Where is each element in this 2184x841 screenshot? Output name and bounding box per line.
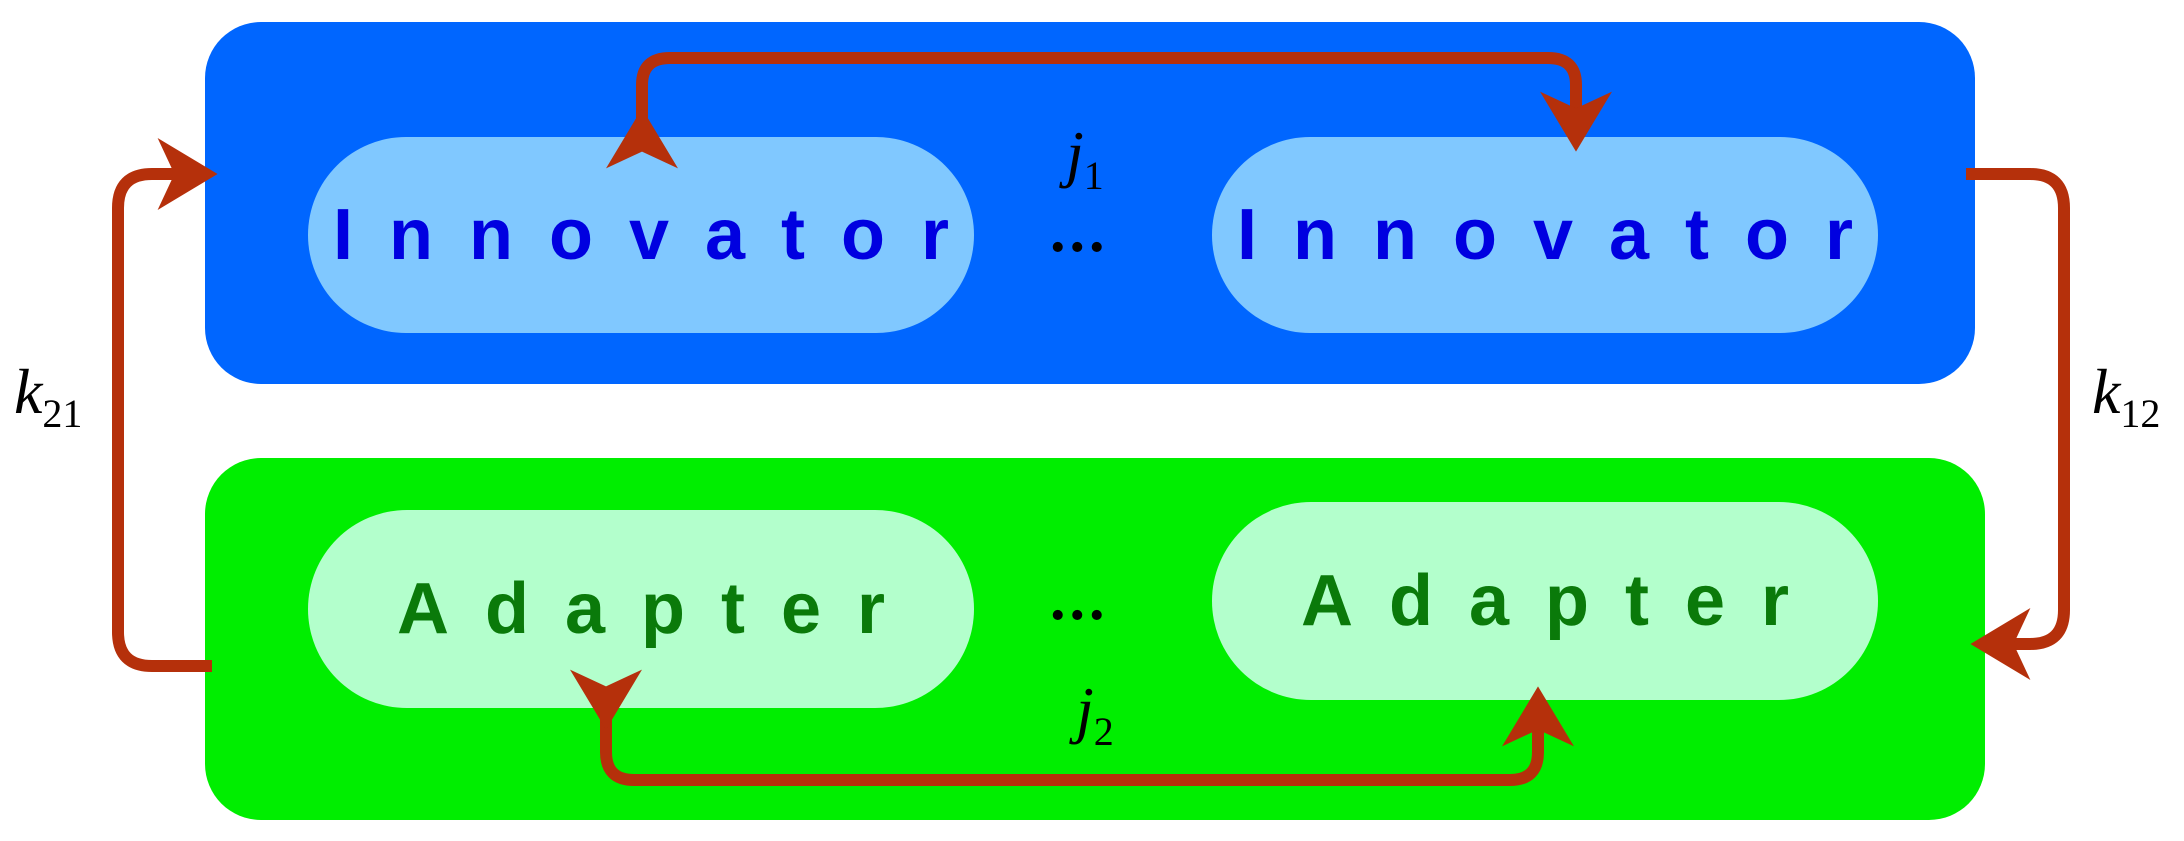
adapter-link-label: j2 <box>1076 674 1114 754</box>
innovator-link-label: j1 <box>1066 118 1104 198</box>
adapter-to-innovator-arrow <box>112 138 218 672</box>
adapter-to-innovator-label: k21 <box>14 356 83 436</box>
adapter-node: Adapter <box>1212 502 1878 700</box>
innovator-link-arrow <box>606 52 1612 169</box>
adapter-ellipsis: ... <box>1050 565 1109 633</box>
adapter-node: Adapter <box>308 510 974 708</box>
adapter-link-arrow <box>570 669 1574 786</box>
innovator-ellipsis: ... <box>1050 197 1109 265</box>
innovator-to-adapter-label: k12 <box>2092 356 2161 436</box>
innovator-node: Innovator <box>1212 137 1878 333</box>
innovator-to-adapter-arrow <box>1966 168 2070 680</box>
innovator-node: Innovator <box>308 137 974 333</box>
